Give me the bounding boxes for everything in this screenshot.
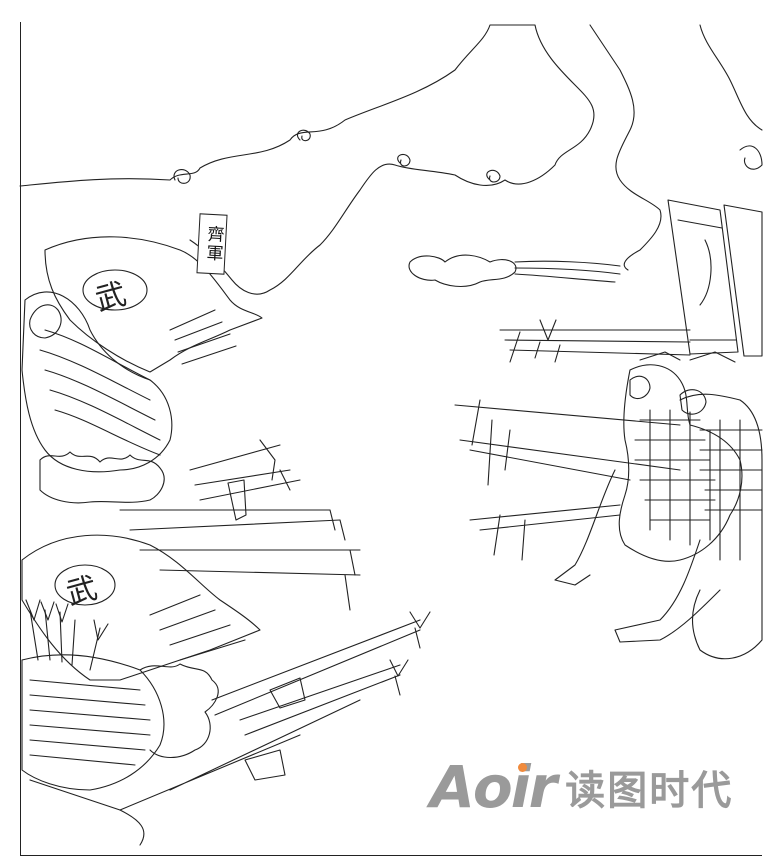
cloud-swirl	[397, 153, 411, 167]
flying-cloud	[408, 254, 621, 288]
cloud-outline	[19, 24, 595, 295]
illustration-frame	[20, 22, 762, 856]
arrows-quiver	[29, 609, 101, 671]
watermark-logo: Aoir	[430, 753, 557, 821]
watermark-brand-text: 读图时代	[565, 768, 734, 814]
watermark-logo-text: Aoir	[430, 753, 557, 821]
soldier-right-2	[679, 393, 763, 660]
cloud-swirl	[173, 169, 191, 184]
left-army	[21, 236, 431, 846]
cloud-right	[589, 24, 662, 271]
ruffle-left-2	[139, 663, 219, 759]
watermark-dot-icon	[518, 763, 527, 772]
banner-right-1	[667, 199, 739, 355]
cloud-right-3	[739, 145, 763, 170]
soldier-left-2	[21, 654, 165, 791]
flag-left-bottom	[21, 534, 261, 681]
banner-right-2	[723, 204, 763, 357]
watermark: Aoir 读图时代	[430, 752, 733, 822]
right-army	[454, 199, 763, 660]
banner-label-qi-army: 齊軍	[196, 213, 228, 275]
soldier-right-1	[618, 364, 743, 562]
cloud-swirl	[486, 169, 501, 183]
soldier-left-1	[21, 291, 173, 473]
cloud-right-2	[699, 24, 763, 131]
ruffle-left-1	[39, 451, 165, 504]
cloud-swirl	[296, 129, 311, 142]
flag-left-top	[44, 236, 263, 373]
